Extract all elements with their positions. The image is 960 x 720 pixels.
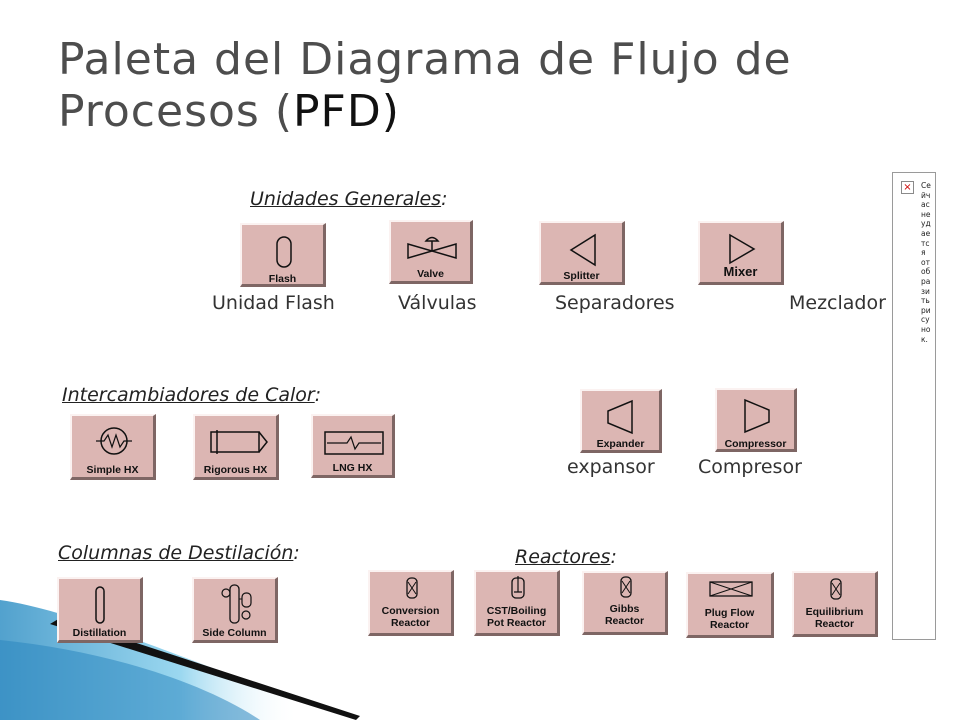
side-column-label: Side Column: [202, 627, 267, 639]
caption-compressor: Compresor: [698, 456, 802, 478]
section-reactors: Reactores:: [515, 546, 617, 568]
expander-button[interactable]: Expander: [580, 389, 662, 453]
valve-icon: [407, 236, 457, 259]
equilibrium-reactor-label-2: Reactor: [814, 618, 855, 630]
flash-label: Flash: [268, 273, 297, 285]
simple-hx-button[interactable]: Simple HX: [70, 414, 156, 480]
expander-label: Expander: [596, 438, 645, 450]
caption-flash-unit: Unidad Flash: [212, 292, 335, 314]
plug-flow-reactor-label-1: Plug Flow: [704, 607, 755, 619]
mixer-label: Mixer: [723, 264, 758, 279]
conversion-reactor-label-2: Reactor: [390, 617, 431, 629]
lng-hx-icon: [324, 431, 384, 455]
conversion-reactor-icon: [406, 577, 418, 599]
distillation-button[interactable]: Distillation: [57, 577, 143, 643]
distillation-label: Distillation: [72, 627, 127, 639]
cstr-icon: [511, 576, 525, 599]
gibbs-reactor-label-1: Gibbs: [609, 603, 640, 615]
conversion-reactor-label-1: Conversion: [381, 605, 440, 617]
caption-valves: Válvulas: [398, 292, 477, 314]
gibbs-reactor-label-2: Reactor: [604, 615, 645, 627]
compressor-icon: [744, 398, 770, 434]
rigorous-hx-button[interactable]: Rigorous HX: [193, 414, 279, 480]
title-main: Paleta del Diagrama de Flujo de Procesos…: [58, 34, 792, 137]
valve-button[interactable]: Valve: [389, 220, 473, 284]
simple-hx-label: Simple HX: [86, 464, 139, 476]
equilibrium-reactor-button[interactable]: Equilibrium Reactor: [792, 571, 878, 637]
distillation-column-icon: [95, 586, 105, 624]
flash-button[interactable]: Flash: [240, 223, 326, 287]
caption-expander: expansor: [567, 456, 655, 478]
lng-hx-button[interactable]: LNG HX: [311, 414, 395, 478]
simple-hx-icon: [96, 427, 132, 455]
rigorous-hx-icon: [210, 430, 268, 454]
broken-image-icon: ×: [901, 181, 914, 194]
mixer-icon: [729, 233, 756, 265]
plug-flow-reactor-button[interactable]: Plug Flow Reactor: [686, 572, 774, 638]
image-placeholder: × Сейчас не удается отобразить рисунок.: [892, 172, 936, 640]
rigorous-hx-label: Rigorous HX: [203, 464, 268, 476]
flash-drum-icon: [276, 236, 292, 268]
plug-flow-reactor-icon: [709, 581, 753, 597]
valve-label: Valve: [417, 268, 444, 280]
conversion-reactor-button[interactable]: Conversion Reactor: [368, 570, 454, 636]
caption-splitters: Separadores: [555, 292, 675, 314]
gibbs-reactor-icon: [620, 576, 632, 598]
splitter-button[interactable]: Splitter: [539, 221, 625, 285]
splitter-label: Splitter: [563, 270, 600, 282]
equilibrium-reactor-label-1: Equilibrium: [805, 606, 864, 618]
section-distillation-columns: Columnas de Destilación:: [58, 542, 300, 564]
compressor-label: Compressor: [724, 438, 787, 450]
section-general-units: Unidades Generales:: [250, 188, 448, 210]
equilibrium-reactor-icon: [830, 578, 842, 600]
placeholder-message: Сейчас не удается отобразить рисунок.: [921, 181, 931, 344]
plug-flow-reactor-label-2: Reactor: [709, 619, 750, 631]
title-accent: PFD): [292, 86, 400, 137]
cstr-reactor-label-2: Pot Reactor: [487, 617, 546, 629]
lng-hx-label: LNG HX: [332, 462, 373, 474]
expander-icon: [607, 399, 633, 435]
splitter-icon: [569, 233, 596, 267]
caption-mixer: Mezclador: [789, 292, 886, 314]
cstr-reactor-button[interactable]: CST/Boiling Pot Reactor: [474, 570, 560, 636]
page-title: Paleta del Diagrama de Flujo de Procesos…: [58, 34, 878, 138]
compressor-button[interactable]: Compressor: [715, 388, 797, 452]
mixer-button[interactable]: Mixer: [698, 221, 784, 285]
gibbs-reactor-button[interactable]: Gibbs Reactor: [582, 571, 668, 635]
side-column-button[interactable]: Side Column: [192, 577, 278, 643]
cstr-reactor-label-1: CST/Boiling: [486, 605, 547, 617]
section-heat-exchangers: Intercambiadores de Calor:: [62, 384, 322, 406]
side-column-icon: [221, 584, 252, 624]
